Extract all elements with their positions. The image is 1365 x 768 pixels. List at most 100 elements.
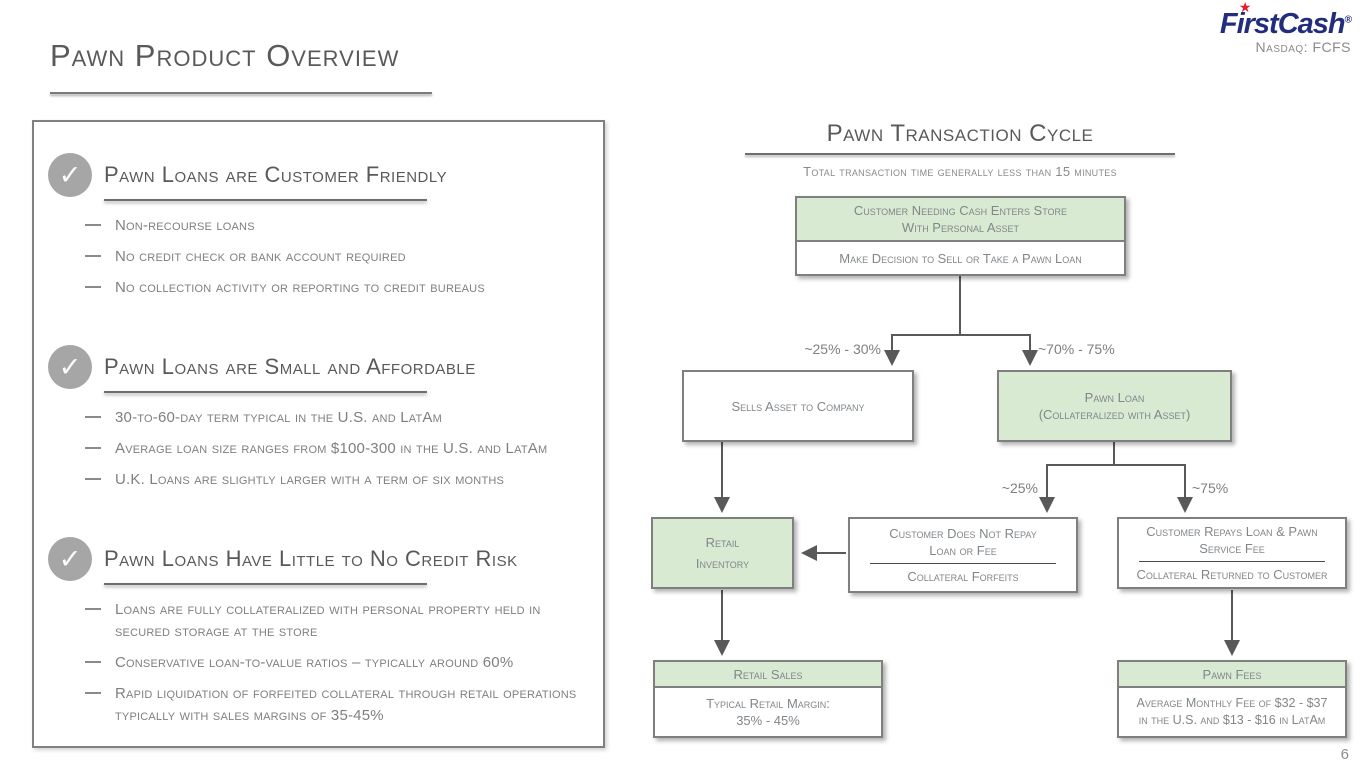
brand-wordmark: FirstCash® ★ (1219, 0, 1352, 41)
node-text: Typical Retail Margin: (706, 696, 830, 711)
bullet-text: No credit check or bank account required (115, 248, 406, 265)
firstcash-logo: FirstCash® ★ Nasdaq: FCFS (1219, 0, 1352, 55)
registered-mark: ® (1344, 14, 1352, 26)
section-small-affordable: ✓ Pawn Loans are Small and Affordable 30… (48, 345, 593, 500)
node-pawn-fees-body: Average Monthly Fee of $32 - $37 in the … (1119, 686, 1345, 736)
node-text: Customer Needing Cash Enters Store (853, 203, 1068, 218)
node-repays-content: Customer Repays Loan & Pawn Service Fee … (1119, 519, 1345, 587)
bullet-text: Conservative loan-to-value ratios – typi… (115, 654, 514, 671)
dash-bullet-icon (85, 478, 101, 480)
ticker-label: Nasdaq: FCFS (1255, 39, 1351, 55)
dash-bullet-icon (85, 286, 101, 288)
check-icon: ✓ (48, 345, 92, 389)
node-not-repay: Customer Does Not Repay Loan or Fee Coll… (848, 517, 1078, 593)
branch-label-repay: ~75% (1192, 480, 1229, 496)
section-title: Pawn Loans are Customer Friendly (104, 162, 448, 187)
bullet-text: U.K. Loans are slightly larger with a te… (115, 471, 505, 488)
node-retail-sales: Retail Sales Typical Retail Margin: 35% … (653, 660, 883, 738)
title-underline (50, 92, 432, 94)
star-icon: ★ (1238, 0, 1252, 15)
node-text: Customer Repays Loan & Pawn (1146, 524, 1318, 539)
node-text: Make Decision to Sell or Take a Pawn Loa… (839, 250, 1082, 266)
list-item: Non-recourse loans (85, 215, 593, 237)
node-text: Sells Asset to Company (731, 398, 865, 414)
section-underline (104, 199, 427, 201)
node-text: 35% - 45% (736, 713, 800, 728)
node-enter-store-decision: Make Decision to Sell or Take a Pawn Loa… (797, 240, 1124, 274)
node-pawn-fees-header: Pawn Fees (1119, 662, 1345, 686)
dash-bullet-icon (85, 692, 101, 694)
list-item: U.K. Loans are slightly larger with a te… (85, 469, 593, 491)
node-divider (1139, 561, 1325, 562)
dash-bullet-icon (85, 416, 101, 418)
list-item: No credit check or bank account required (85, 246, 593, 268)
diagram-title: Pawn Transaction Cycle (826, 120, 1094, 147)
node-text: (Collateralized with Asset) (1038, 407, 1191, 422)
bullet-text: 30-to-60-day term typical in the U.S. an… (115, 409, 442, 426)
section-credit-risk: ✓ Pawn Loans Have Little to No Credit Ri… (48, 537, 593, 736)
bullet-text: Non-recourse loans (115, 217, 255, 234)
node-repays: Customer Repays Loan & Pawn Service Fee … (1117, 517, 1347, 589)
section-underline (104, 583, 427, 585)
node-text: in the U.S. and $13 - $16 in LatAm (1138, 713, 1326, 727)
node-text: Inventory (695, 556, 750, 571)
list-item: Loans are fully collateralized with pers… (85, 599, 593, 643)
node-text: With Personal Asset (901, 220, 1020, 235)
node-text: Average Monthly Fee of $32 - $37 (1136, 696, 1328, 710)
bullet-list: 30-to-60-day term typical in the U.S. an… (85, 407, 593, 491)
list-item: Average loan size ranges from $100-300 i… (85, 438, 593, 460)
node-enter-store: Customer Needing Cash Enters Store With … (795, 196, 1126, 276)
list-item: 30-to-60-day term typical in the U.S. an… (85, 407, 593, 429)
node-text: Customer Does Not Repay (889, 526, 1037, 541)
node-not-repay-content: Customer Does Not Repay Loan or Fee Coll… (850, 519, 1076, 591)
dash-bullet-icon (85, 255, 101, 257)
diagram-subtitle: Total transaction time generally less th… (803, 164, 1117, 179)
bullet-text: Average loan size ranges from $100-300 i… (115, 440, 548, 457)
bullet-text: No collection activity or reporting to c… (115, 279, 485, 296)
node-text: Pawn Loan (1084, 390, 1145, 405)
section-heading: ✓ Pawn Loans Have Little to No Credit Ri… (48, 537, 593, 581)
node-pawn-loan: Pawn Loan (Collateralized with Asset) (997, 370, 1232, 442)
diagram-title-underline (745, 153, 1175, 155)
node-text: Retail Sales (733, 666, 803, 682)
section-customer-friendly: ✓ Pawn Loans are Customer Friendly Non-r… (48, 153, 593, 308)
branch-label-sell: ~25% - 30% (804, 341, 881, 357)
node-pawn-fees: Pawn Fees Average Monthly Fee of $32 - $… (1117, 660, 1347, 738)
check-icon: ✓ (48, 537, 92, 581)
node-retail-sales-body: Typical Retail Margin: 35% - 45% (655, 686, 881, 736)
node-text: Retail (705, 535, 740, 550)
branch-label-loan: ~70% - 75% (1038, 341, 1115, 357)
brand-text: FirstCash (1219, 8, 1346, 40)
node-enter-store-header: Customer Needing Cash Enters Store With … (797, 198, 1124, 240)
pawn-overview-panel: ✓ Pawn Loans are Customer Friendly Non-r… (32, 120, 605, 748)
page-number: 6 (1340, 746, 1349, 763)
section-title: Pawn Loans are Small and Affordable (104, 354, 476, 379)
dash-bullet-icon (85, 447, 101, 449)
node-text: Service Fee (1199, 541, 1265, 556)
check-icon: ✓ (48, 153, 92, 197)
node-retail-inventory: Retail Inventory (651, 517, 794, 589)
section-heading: ✓ Pawn Loans are Customer Friendly (48, 153, 593, 197)
section-underline (104, 391, 427, 393)
section-heading: ✓ Pawn Loans are Small and Affordable (48, 345, 593, 389)
list-item: Conservative loan-to-value ratios – typi… (85, 652, 593, 674)
dash-bullet-icon (85, 224, 101, 226)
list-item: Rapid liquidation of forfeited collatera… (85, 683, 593, 727)
branch-label-forfeit: ~25% (1001, 480, 1038, 496)
bullet-text: Loans are fully collateralized with pers… (115, 601, 541, 640)
node-text: Collateral Returned to Customer (1136, 567, 1328, 582)
node-sells-asset: Sells Asset to Company (682, 370, 914, 442)
node-retail-inventory-label: Retail Inventory (653, 519, 792, 587)
node-text: Pawn Fees (1202, 666, 1262, 682)
bullet-text: Rapid liquidation of forfeited collatera… (115, 685, 577, 724)
node-text: Collateral Forfeits (907, 569, 1019, 584)
node-retail-sales-header: Retail Sales (655, 662, 881, 686)
node-text: Loan or Fee (929, 543, 997, 558)
list-item: No collection activity or reporting to c… (85, 277, 593, 299)
node-divider (870, 563, 1056, 564)
bullet-list: Non-recourse loans No credit check or ba… (85, 215, 593, 299)
dash-bullet-icon (85, 608, 101, 610)
node-pawn-loan-label: Pawn Loan (Collateralized with Asset) (999, 372, 1230, 440)
